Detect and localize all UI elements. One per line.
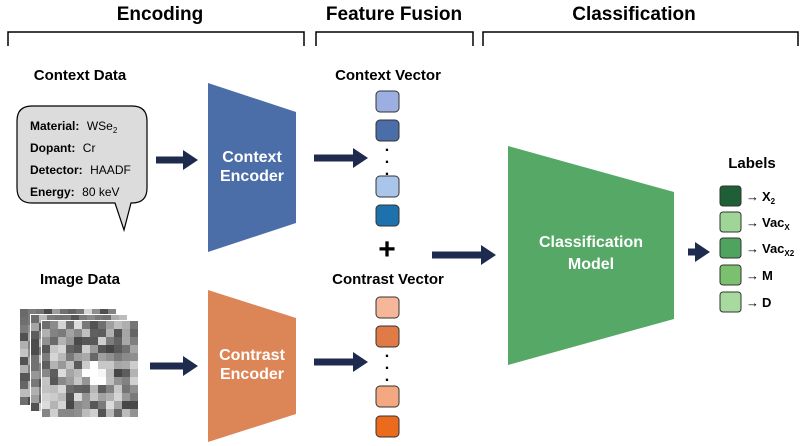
bubble-line-dopant: Dopant: Cr <box>30 139 95 156</box>
arrow-image-data-to-encoder <box>150 356 198 376</box>
contrast-vector-title: Contrast Vector <box>332 271 444 288</box>
context-vector-title: Context Vector <box>335 67 441 84</box>
labels-title: Labels <box>728 155 776 172</box>
svg-text:.: . <box>385 344 389 361</box>
bracket-encoding <box>7 31 305 46</box>
label-row-vac-x2: →VacX2 <box>719 237 795 259</box>
context-data-title: Context Data <box>34 67 127 84</box>
classification-model-label-line1: Classification <box>539 234 643 251</box>
contrast-encoder-block <box>208 290 296 442</box>
svg-text:→D: →D <box>746 295 771 310</box>
bracket-classification <box>482 31 799 46</box>
image-patch-front <box>42 321 138 417</box>
contrast-encoder-label-line1: Contrast <box>219 347 285 364</box>
svg-text:→X2: →X2 <box>746 189 776 206</box>
context-bubble-text: Material: WSe2 Dopant: Cr Detector: HAAD… <box>30 117 131 200</box>
classification-model-label-line2: Model <box>568 256 614 273</box>
bubble-line-material: Material: WSe2 <box>30 117 118 135</box>
context-encoder-label-line2: Encoder <box>220 168 284 185</box>
svg-text:.: . <box>385 138 389 155</box>
svg-text:.: . <box>385 368 389 385</box>
label-row-x2: →X2 <box>719 185 776 207</box>
context-speech-bubble <box>16 105 148 233</box>
label-row-m: →M <box>719 264 773 286</box>
image-data-title: Image Data <box>40 271 121 288</box>
image-data-stack <box>19 308 139 418</box>
contrast-vector-ellipsis: . . . <box>385 344 389 385</box>
label-row-d: →D <box>719 291 771 313</box>
label-swatch <box>719 211 742 233</box>
contrast-vector-cell-2 <box>375 325 400 348</box>
arrow-contrast-encoder-to-vector <box>314 352 368 372</box>
arrow-model-to-labels <box>688 242 710 262</box>
label-swatch <box>719 291 742 313</box>
arrow-context-data-to-encoder <box>156 150 198 170</box>
context-vector-cell-2 <box>375 119 400 142</box>
label-swatch <box>719 237 742 259</box>
svg-text:→M: →M <box>746 268 773 283</box>
label-swatch <box>719 264 742 286</box>
context-vector-cell-1 <box>375 90 400 113</box>
contrast-vector-cell-4 <box>375 415 400 438</box>
context-vector-cell-4 <box>375 204 400 227</box>
arrow-vectors-to-model <box>432 245 496 265</box>
label-swatch <box>719 185 742 207</box>
fusion-plus-sign: + <box>378 233 396 266</box>
arrow-context-encoder-to-vector <box>314 148 368 168</box>
classification-model-block <box>508 146 674 365</box>
contrast-vector-cell-3 <box>375 385 400 408</box>
bubble-line-detector: Detector: HAADF <box>30 161 131 178</box>
section-title-feature-fusion: Feature Fusion <box>326 4 462 25</box>
bracket-feature-fusion <box>315 31 474 46</box>
section-title-encoding: Encoding <box>117 4 204 25</box>
svg-text:→VacX2: →VacX2 <box>746 241 795 258</box>
section-title-classification: Classification <box>572 4 696 25</box>
label-row-vac-x: →VacX <box>719 211 790 233</box>
svg-text:.: . <box>385 150 389 167</box>
context-encoder-label-line1: Context <box>222 149 282 166</box>
context-encoder-block <box>208 83 296 252</box>
context-vector-ellipsis: . . . <box>385 138 389 179</box>
svg-text:.: . <box>385 162 389 179</box>
svg-text:→VacX: →VacX <box>746 215 790 232</box>
context-vector-cell-3 <box>375 175 400 198</box>
flow-arrows <box>150 148 710 376</box>
contrast-encoder-label-line2: Encoder <box>220 366 284 383</box>
svg-text:.: . <box>385 356 389 373</box>
contrast-vector-cell-1 <box>375 296 400 319</box>
bubble-line-energy: Energy: 80 keV <box>30 183 120 200</box>
